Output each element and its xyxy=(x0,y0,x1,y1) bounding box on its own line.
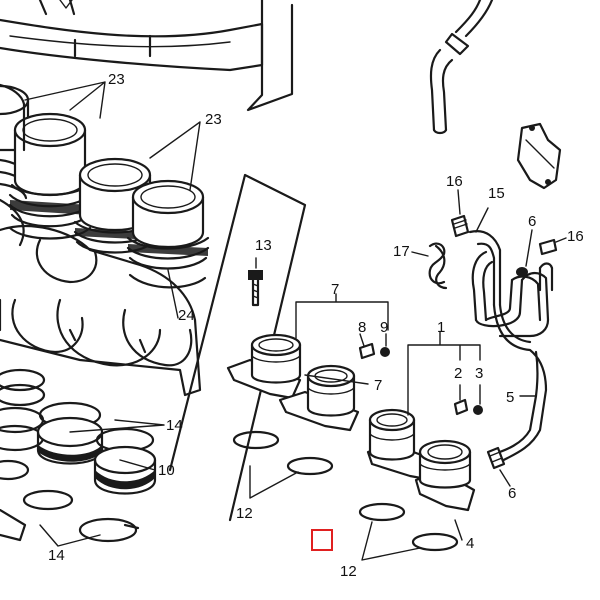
callout-10: 10 xyxy=(158,462,175,479)
callout-2: 2 xyxy=(454,365,462,382)
washer-9 xyxy=(380,333,390,357)
callout-15: 15 xyxy=(488,185,505,202)
clip-6-top xyxy=(516,229,533,277)
carburetor-bank xyxy=(0,81,210,547)
screw-8 xyxy=(358,333,376,360)
callout-12b: 12 xyxy=(340,563,357,580)
callout-12a: 12 xyxy=(236,505,253,522)
callout-9: 9 xyxy=(380,319,388,336)
callout-6a: 6 xyxy=(528,213,536,230)
callout-17: 17 xyxy=(393,243,410,260)
callout-13: 13 xyxy=(255,237,272,254)
callout-7b: 7 xyxy=(374,377,382,394)
screw-2 xyxy=(453,384,469,416)
callout-24: 24 xyxy=(178,307,195,324)
callout-4: 4 xyxy=(466,535,474,552)
gaskets-12 xyxy=(232,430,459,561)
bracket-7 xyxy=(295,293,389,339)
callout-23a: 23 xyxy=(108,71,125,88)
clip-17 xyxy=(411,242,448,290)
bolt-13 xyxy=(248,257,263,307)
callout-14a: 14 xyxy=(166,417,183,434)
callout-5: 5 xyxy=(506,389,514,406)
callout-3: 3 xyxy=(475,365,483,382)
airbox-cover xyxy=(0,0,294,112)
callout-16b: 16 xyxy=(567,228,584,245)
selection-box[interactable] xyxy=(311,529,333,551)
intake-manifold-4 xyxy=(414,439,476,512)
callout-23b: 23 xyxy=(205,111,222,128)
leader-7b xyxy=(304,374,369,385)
bracket-part xyxy=(516,122,562,190)
callout-14b: 14 xyxy=(48,547,65,564)
carb-clamp-group xyxy=(0,368,157,543)
hose-top xyxy=(429,0,494,135)
carb-funnel-4 xyxy=(126,179,210,289)
clip-16-right xyxy=(538,237,567,256)
intake-manifold-1 xyxy=(226,333,302,400)
clip-6-bottom xyxy=(486,446,511,487)
washer-3 xyxy=(473,384,483,415)
leader-15 xyxy=(475,207,489,233)
clip-16-top xyxy=(450,189,470,238)
bracket-1 xyxy=(407,331,481,416)
intake-manifold-2 xyxy=(278,364,360,432)
leader-4 xyxy=(454,519,463,541)
hose-15 xyxy=(468,230,554,464)
callout-7a: 7 xyxy=(331,281,339,298)
callout-labels: 23 23 24 14 14 10 13 7 8 9 7 1 2 3 16 15… xyxy=(48,71,584,580)
callout-16a: 16 xyxy=(446,173,463,190)
callout-1: 1 xyxy=(437,319,445,336)
callout-8: 8 xyxy=(358,319,366,336)
callout-6b: 6 xyxy=(508,485,516,502)
